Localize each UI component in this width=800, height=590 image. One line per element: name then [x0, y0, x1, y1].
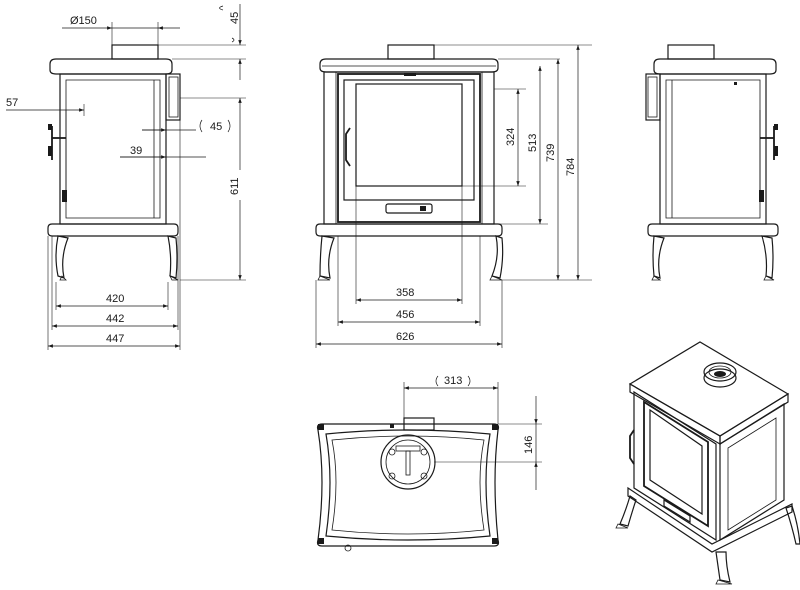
dim-front-w1: 358 [396, 287, 414, 299]
dim-rear-collar: 45 [210, 121, 222, 133]
dim-top-flue-offset: 313 [444, 375, 462, 387]
dim-front-h1: 324 [505, 128, 517, 146]
left-side-dimensions: Ø150 45 611 57 45 39 [6, 4, 246, 350]
dim-flue-diameter: Ø150 [70, 15, 97, 27]
dim-front-w3: 626 [396, 331, 414, 343]
dim-side-width-1: 420 [106, 293, 124, 305]
dim-rear-stub: 39 [130, 145, 142, 157]
dim-front-w2: 456 [396, 309, 414, 321]
dim-side-width-3: 447 [106, 333, 124, 345]
dim-top-offset: 45 [229, 12, 241, 24]
right-side-view [645, 44, 779, 281]
front-view-dimensions: 324 513 739 784 358 456 626 [315, 44, 592, 348]
left-side-view [47, 44, 181, 281]
dim-front-h4: 784 [565, 158, 577, 176]
dim-front-h2: 513 [527, 134, 539, 152]
dim-side-height: 611 [229, 177, 241, 195]
isometric-view [615, 341, 800, 585]
dim-side-width-2: 442 [106, 313, 124, 325]
front-view [315, 44, 504, 281]
dim-top-depth-offset: 146 [523, 436, 535, 454]
dim-front-h3: 739 [545, 144, 557, 162]
top-view [316, 417, 500, 552]
top-view-dimensions: 313 146 [403, 375, 542, 490]
dim-side-flue-offset: 57 [6, 97, 18, 109]
